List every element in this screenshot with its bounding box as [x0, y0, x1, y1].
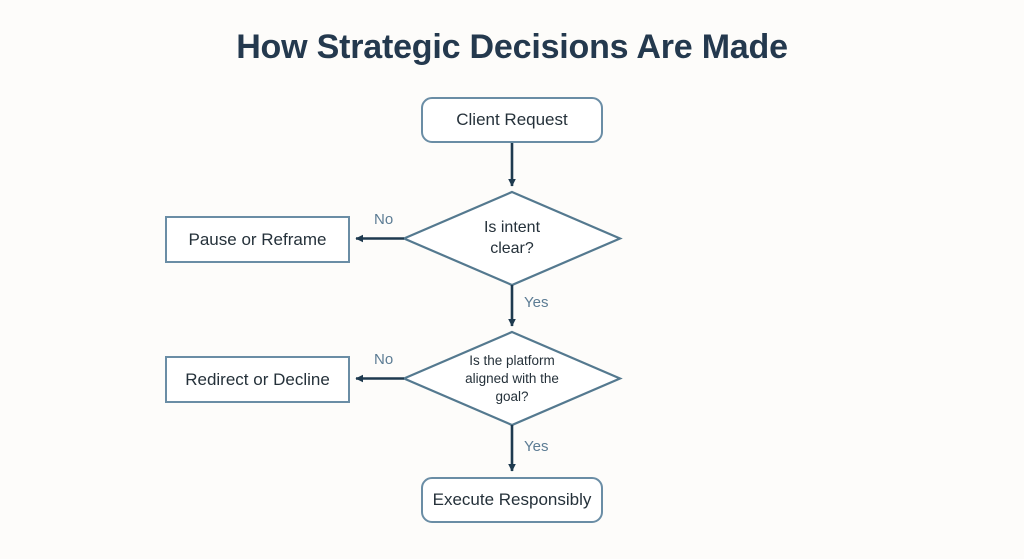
page-title: How Strategic Decisions Are Made: [236, 28, 788, 66]
node-client-request-label: Client Request: [456, 110, 568, 130]
node-pause-or-reframe[interactable]: Pause or Reframe: [165, 216, 350, 263]
node-pause-or-reframe-label: Pause or Reframe: [188, 229, 327, 249]
node-redirect-or-decline-label: Redirect or Decline: [185, 369, 330, 389]
node-is-platform-aligned[interactable]: [404, 332, 620, 425]
node-execute-responsibly[interactable]: Execute Responsibly: [421, 477, 603, 523]
node-is-intent-clear[interactable]: [404, 192, 620, 285]
node-client-request[interactable]: Client Request: [421, 97, 603, 143]
node-execute-responsibly-label: Execute Responsibly: [432, 490, 592, 510]
edge-label-no-intent: No: [374, 211, 394, 228]
edge-label-no-platform: No: [374, 351, 394, 368]
edge-label-yes-intent: Yes: [524, 294, 549, 311]
node-redirect-or-decline[interactable]: Redirect or Decline: [165, 356, 350, 403]
edge-label-yes-platform: Yes: [524, 438, 549, 455]
